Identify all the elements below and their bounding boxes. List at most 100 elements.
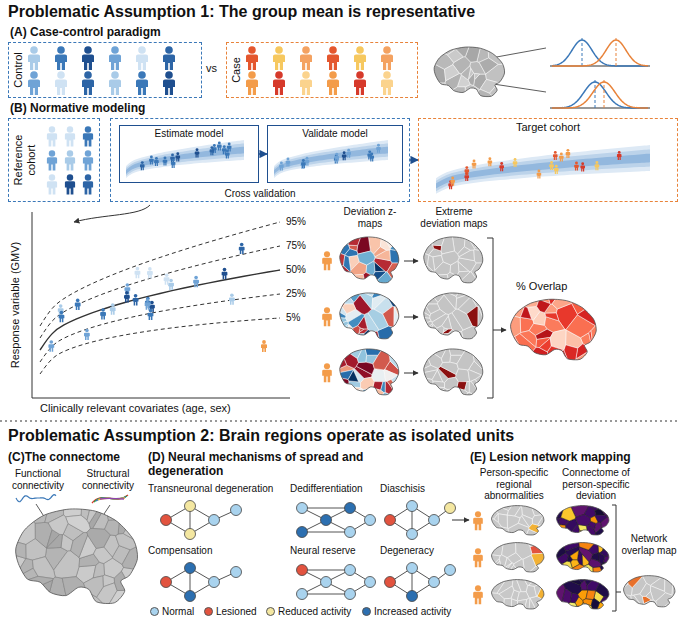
flow-arrow — [404, 317, 418, 318]
axis-label: Clinically relevant covariates (age, sex… — [40, 402, 231, 415]
mechanism-label: Dedifferentiation — [290, 483, 363, 495]
person-body — [286, 161, 291, 167]
person-head — [248, 71, 256, 79]
person-body — [574, 165, 579, 171]
person-head — [136, 267, 140, 271]
brain-parcel — [348, 370, 358, 382]
cohort-box: Target cohort — [418, 118, 678, 202]
person-body — [346, 152, 351, 158]
person-body — [513, 161, 518, 167]
person-body — [537, 173, 542, 179]
person-icon — [473, 585, 483, 604]
brain-parcel — [456, 293, 471, 309]
brain-map — [555, 542, 610, 574]
brain-map — [490, 579, 545, 611]
motif-node — [365, 577, 376, 588]
person-head — [134, 294, 138, 298]
brain-parcel — [356, 362, 374, 374]
person-body — [100, 312, 106, 319]
brain-map — [432, 46, 506, 100]
brain-parcel — [568, 564, 584, 574]
person-icon — [617, 151, 622, 160]
box-label: Reference cohort — [12, 135, 37, 186]
person-head — [280, 161, 283, 164]
percentile-label: 25% — [286, 288, 306, 300]
brain-parcels — [490, 542, 545, 574]
person-icon — [488, 157, 493, 166]
model-box: Estimate model — [119, 125, 259, 183]
brain-parcel — [576, 606, 578, 611]
person-head — [302, 159, 305, 162]
person-icon — [327, 71, 339, 95]
brain-parcel — [522, 515, 533, 527]
distribution-band — [126, 147, 244, 174]
person-head — [554, 151, 557, 154]
person-body — [322, 258, 332, 270]
percentile-curve — [40, 294, 280, 362]
person-head — [575, 162, 578, 165]
brain-parcel — [555, 527, 563, 537]
person-head — [324, 307, 330, 313]
person-body — [83, 157, 93, 170]
brain-parcel — [357, 251, 374, 265]
section-heading: Problematic Assumption 1: The group mean… — [8, 3, 475, 21]
brain-parcel — [462, 272, 477, 286]
legend-item: Increased activity — [362, 606, 451, 618]
mean-line — [604, 79, 605, 108]
plot-axis — [32, 398, 290, 399]
person-body — [55, 80, 67, 96]
brain-parcel — [127, 592, 140, 610]
brain-parcel — [490, 565, 497, 574]
person-head — [335, 153, 338, 156]
person-icon — [170, 153, 175, 162]
person-body — [246, 55, 258, 71]
person-head — [475, 511, 481, 517]
person-icon — [229, 293, 235, 304]
column-label: Deviation z-maps — [332, 206, 408, 229]
person-body — [135, 271, 141, 278]
person-icon — [145, 298, 151, 309]
brain-outline — [557, 506, 609, 535]
legend-swatch — [266, 607, 275, 616]
brain-parcels — [555, 542, 610, 574]
brain-parcel — [567, 524, 580, 537]
brain-outline — [557, 580, 609, 609]
brain-map — [338, 236, 400, 286]
mechanism-label: Transneuronal degeneration — [148, 483, 273, 495]
person-head — [49, 340, 53, 344]
person-icon — [147, 267, 153, 278]
person-head — [514, 158, 517, 161]
person-body — [246, 80, 258, 96]
motif-node — [407, 591, 418, 602]
distribution-band — [274, 143, 388, 176]
person-head — [30, 71, 38, 79]
box-label: Estimate model — [120, 128, 258, 140]
person-icon — [58, 304, 64, 315]
person-head — [262, 340, 266, 344]
person-body — [354, 80, 366, 96]
person-body — [171, 162, 176, 168]
motif-node — [385, 577, 396, 588]
person-icon — [83, 174, 93, 194]
person-body — [149, 159, 154, 165]
distribution-band — [126, 140, 244, 178]
brain-parcel — [12, 576, 26, 610]
brain-parcels — [490, 505, 545, 537]
person-head — [228, 143, 231, 146]
brain-outline — [492, 580, 544, 609]
brain-parcel — [508, 315, 521, 337]
box-label: Cross validation — [111, 188, 409, 200]
brain-parcel — [62, 577, 86, 609]
person-icon — [176, 152, 181, 161]
legend-swatch — [204, 607, 213, 616]
person-body — [147, 271, 153, 278]
distribution-band — [436, 149, 650, 191]
person-body — [554, 168, 559, 174]
legend-item: Normal — [150, 606, 194, 618]
brain-parcel — [422, 311, 430, 318]
percentile-curve — [40, 246, 280, 338]
person-head — [555, 165, 558, 168]
brain-parcel — [465, 84, 479, 100]
person-body — [376, 147, 381, 153]
person-body — [342, 154, 347, 160]
